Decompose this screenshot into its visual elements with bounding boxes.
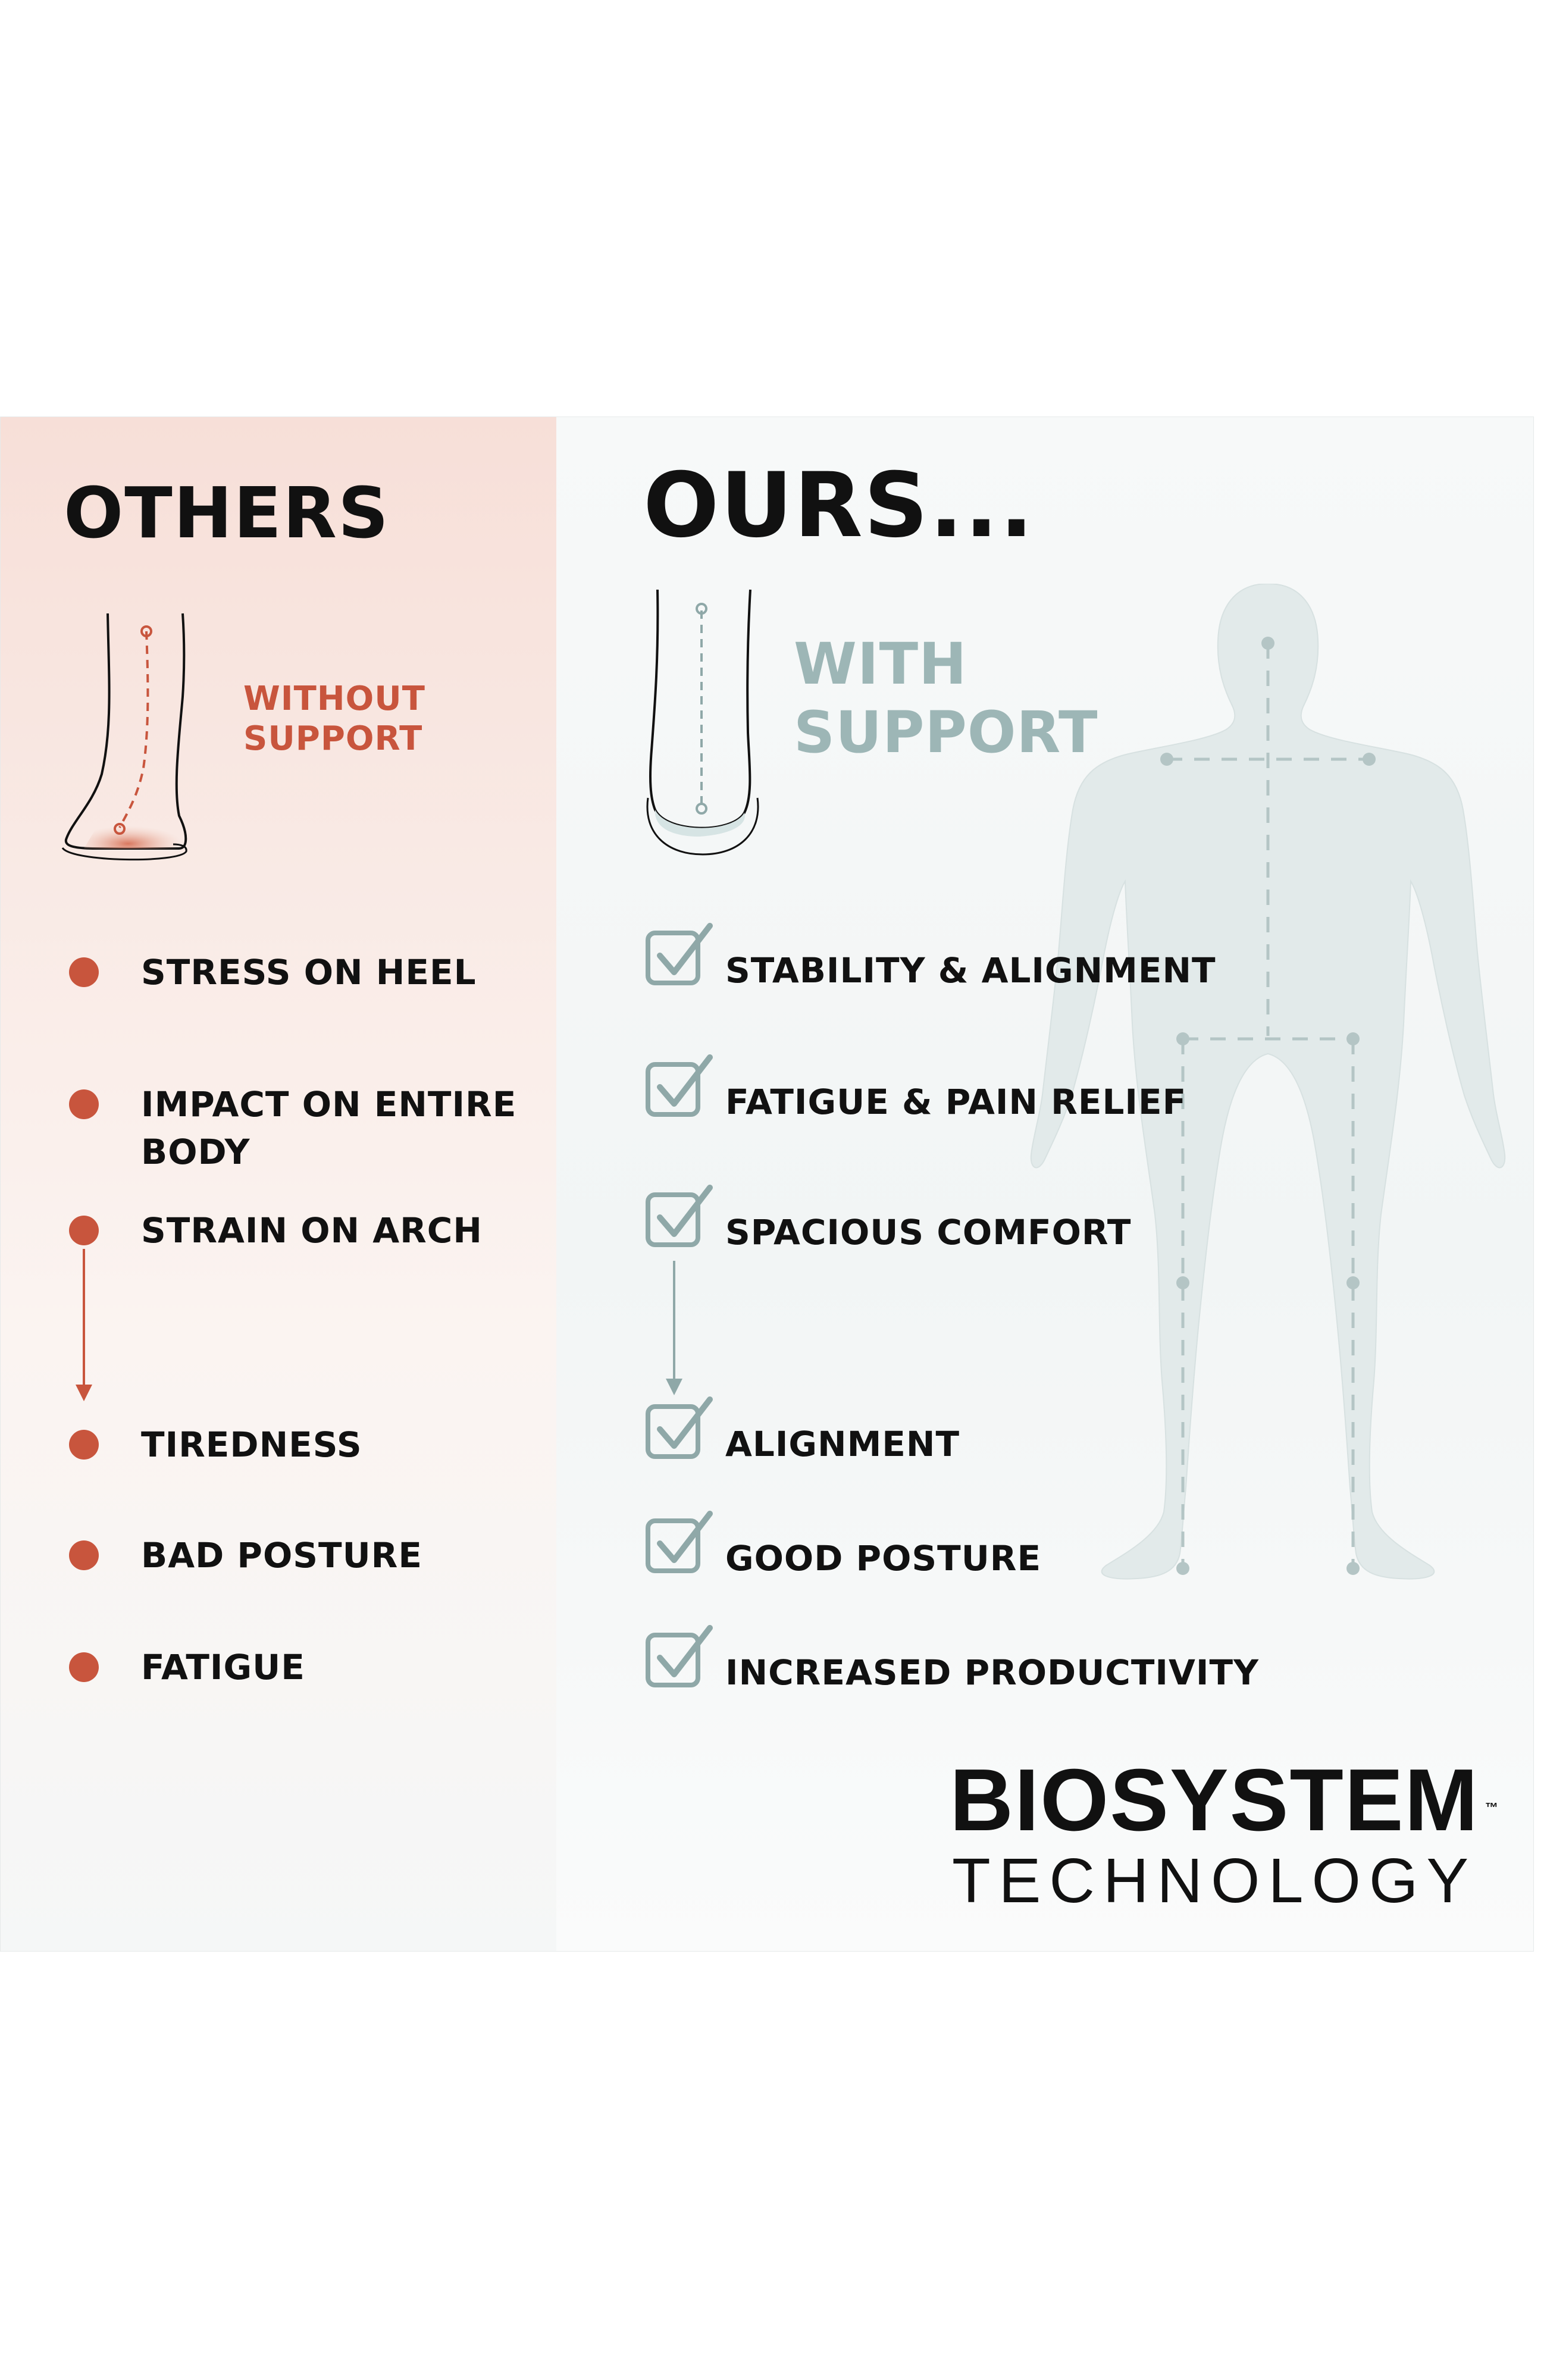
checkbox-checked-icon — [646, 1396, 713, 1459]
checkbox-checked-icon — [646, 923, 713, 985]
others-column-background — [1, 417, 556, 1951]
trademark-symbol: ™ — [1485, 1800, 1499, 1815]
ours-item-alignment: ALIGNMENT — [725, 1424, 960, 1464]
others-item-stress-on-heel: STRESS ON HEEL — [141, 952, 477, 992]
bullet-dot — [69, 1089, 99, 1119]
others-item-bad-posture: BAD POSTURE — [141, 1535, 422, 1576]
without-support-label: WITHOUT SUPPORT — [243, 679, 425, 759]
arrow-down-icon — [666, 1261, 682, 1395]
bullet-dot — [69, 1430, 99, 1460]
ours-item-fatigue-pain-relief: FATIGUE & PAIN RELIEF — [725, 1082, 1187, 1122]
others-item-strain-on-arch: STRAIN ON ARCH — [141, 1210, 483, 1251]
ours-heading: OURS... — [643, 454, 1035, 558]
checkbox-checked-icon — [646, 1625, 713, 1687]
heel-without-support-icon — [61, 613, 187, 861]
others-item-fatigue: FATIGUE — [141, 1647, 305, 1687]
brand-subtitle: TECHNOLOGY — [951, 1846, 1477, 1916]
comparison-panel: OTHERS WITHOUT SUPPORT STRESS ON HEEL IM… — [0, 416, 1534, 1952]
arrow-down-icon — [76, 1249, 92, 1401]
human-body-alignment-icon — [1030, 584, 1506, 1580]
brand-name-text: BIOSYSTEM — [950, 1751, 1479, 1849]
ours-item-spacious-comfort: SPACIOUS COMFORT — [725, 1212, 1132, 1252]
checkbox-checked-icon — [646, 1185, 713, 1247]
bullet-dot — [69, 1652, 99, 1682]
bullet-dot — [69, 1540, 99, 1570]
ours-item-good-posture: GOOD POSTURE — [725, 1538, 1042, 1579]
with-support-label: WITH SUPPORT — [794, 631, 1098, 766]
bullet-dot — [69, 1216, 99, 1245]
heel-with-support-icon — [646, 589, 759, 856]
checkbox-checked-icon — [646, 1054, 713, 1117]
ours-item-increased-productivity: INCREASED PRODUCTIVITY — [725, 1652, 1260, 1693]
others-item-impact-on-entire-body: IMPACT ON ENTIRE BODY — [141, 1084, 517, 1172]
others-heading: OTHERS — [64, 472, 390, 554]
others-item-tiredness: TIREDNESS — [141, 1424, 362, 1465]
bullet-dot — [69, 957, 99, 987]
checkbox-checked-icon — [646, 1511, 713, 1573]
ours-item-stability-alignment: STABILITY & ALIGNMENT — [725, 950, 1216, 991]
